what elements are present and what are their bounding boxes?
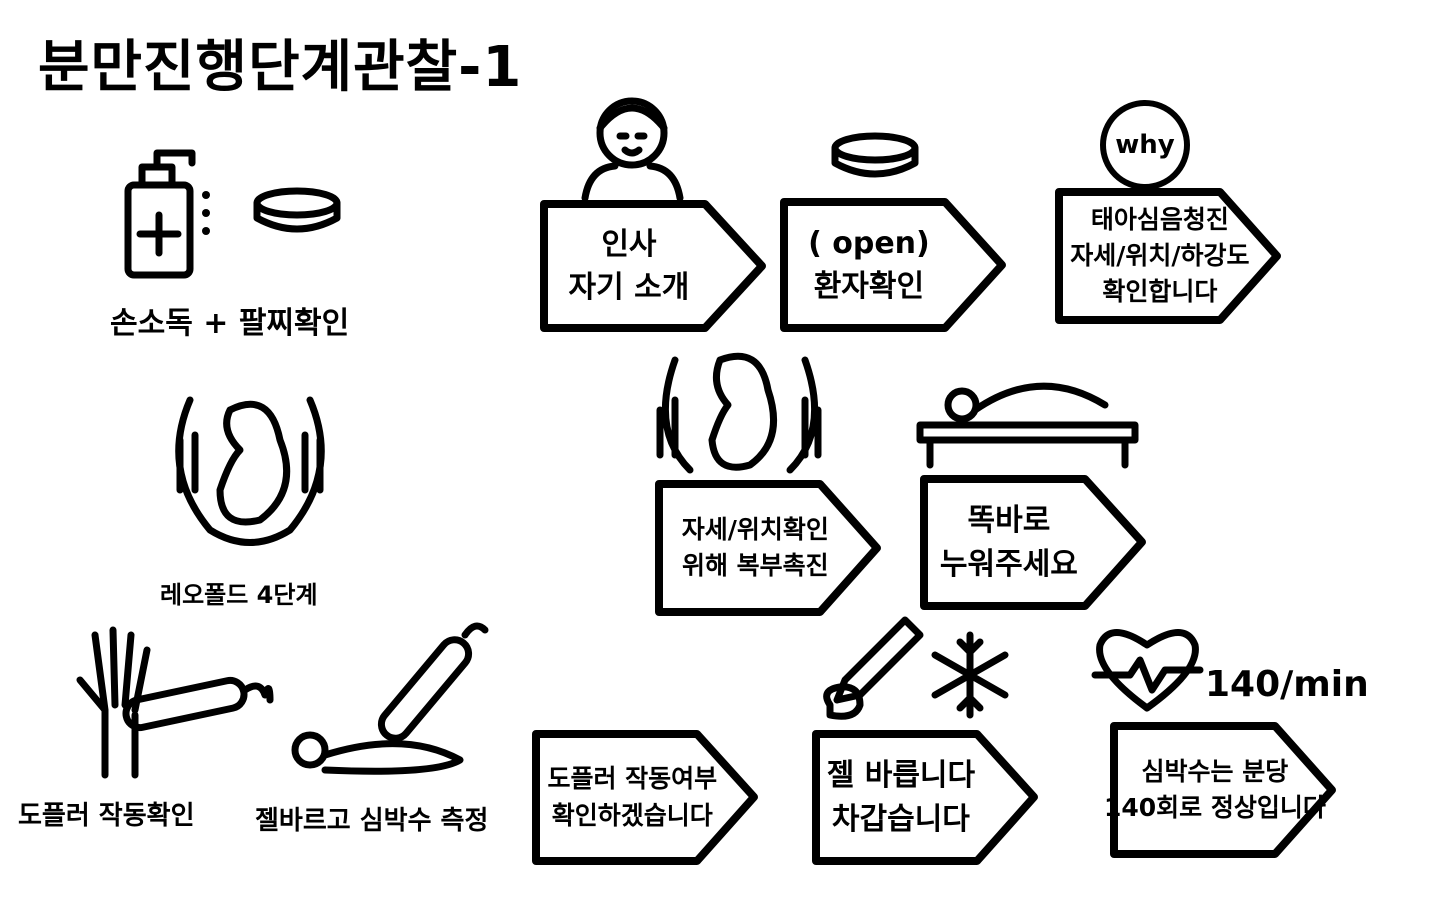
sign-line: 자기 소개 (568, 270, 690, 305)
sign-line: 차갑습니다 (831, 801, 970, 837)
sign-line: 140회로 정상입니다 (1103, 793, 1326, 822)
sign-line: 자세/위치확인 (681, 514, 829, 544)
bracelet-icon (253, 187, 341, 233)
step-gel-measure-label: 젤바르고 심박수 측정 (255, 806, 489, 836)
doppler-hand-icon (76, 626, 274, 779)
sign-line: 젤 바릅니다 (826, 758, 976, 793)
gel-measure-icon (291, 622, 489, 775)
nurse-icon (581, 97, 684, 200)
step-doppler-check-label: 도플러 작동확인 (18, 801, 195, 831)
abdomen-palpation-icon (656, 352, 822, 474)
gel-tube-icon (823, 616, 924, 720)
bracelet-icon (831, 132, 919, 178)
sanitizer-icon (124, 149, 210, 279)
sign-line: 심박수는 분당 (1141, 756, 1289, 786)
sign-patient-id: ( open) 환자확인 (780, 198, 1008, 332)
page-title: 분만진행단계관찰-1 (38, 35, 523, 100)
sign-line: ( open) (808, 225, 930, 261)
sign-line: 태아심음청진 (1090, 204, 1229, 234)
heart-rate-value: 140/min (1205, 664, 1369, 705)
step-hand-wash-label: 손소독 + 팔찌확인 (110, 306, 350, 341)
patient-on-bed-icon (916, 382, 1139, 469)
sign-line: 위해 복부촉진 (681, 551, 829, 580)
step-leopold-label: 레오폴드 4단계 (160, 581, 318, 609)
sign-line: 확인하겠습니다 (551, 800, 713, 830)
sign-line: 누워주세요 (939, 546, 1078, 582)
sign-line: 환자확인 (813, 269, 925, 304)
sign-line: 도플러 작동여부 (547, 764, 718, 794)
sign-line: 인사 (601, 226, 657, 262)
sign-line: 자세/위치/하강도 (1070, 240, 1250, 270)
why-badge: why (1100, 100, 1190, 190)
leopold-abdomen-icon (175, 396, 325, 546)
snowflake-icon (931, 631, 1009, 719)
why-text: why (1115, 130, 1175, 160)
sign-line: 확인합니다 (1102, 277, 1218, 307)
sign-line: 똑바로 (967, 503, 1051, 538)
heart-rate-icon (1091, 629, 1204, 712)
sign-heart-rate: 심박수는 분당 140회로 정상입니다 (1104, 722, 1338, 858)
